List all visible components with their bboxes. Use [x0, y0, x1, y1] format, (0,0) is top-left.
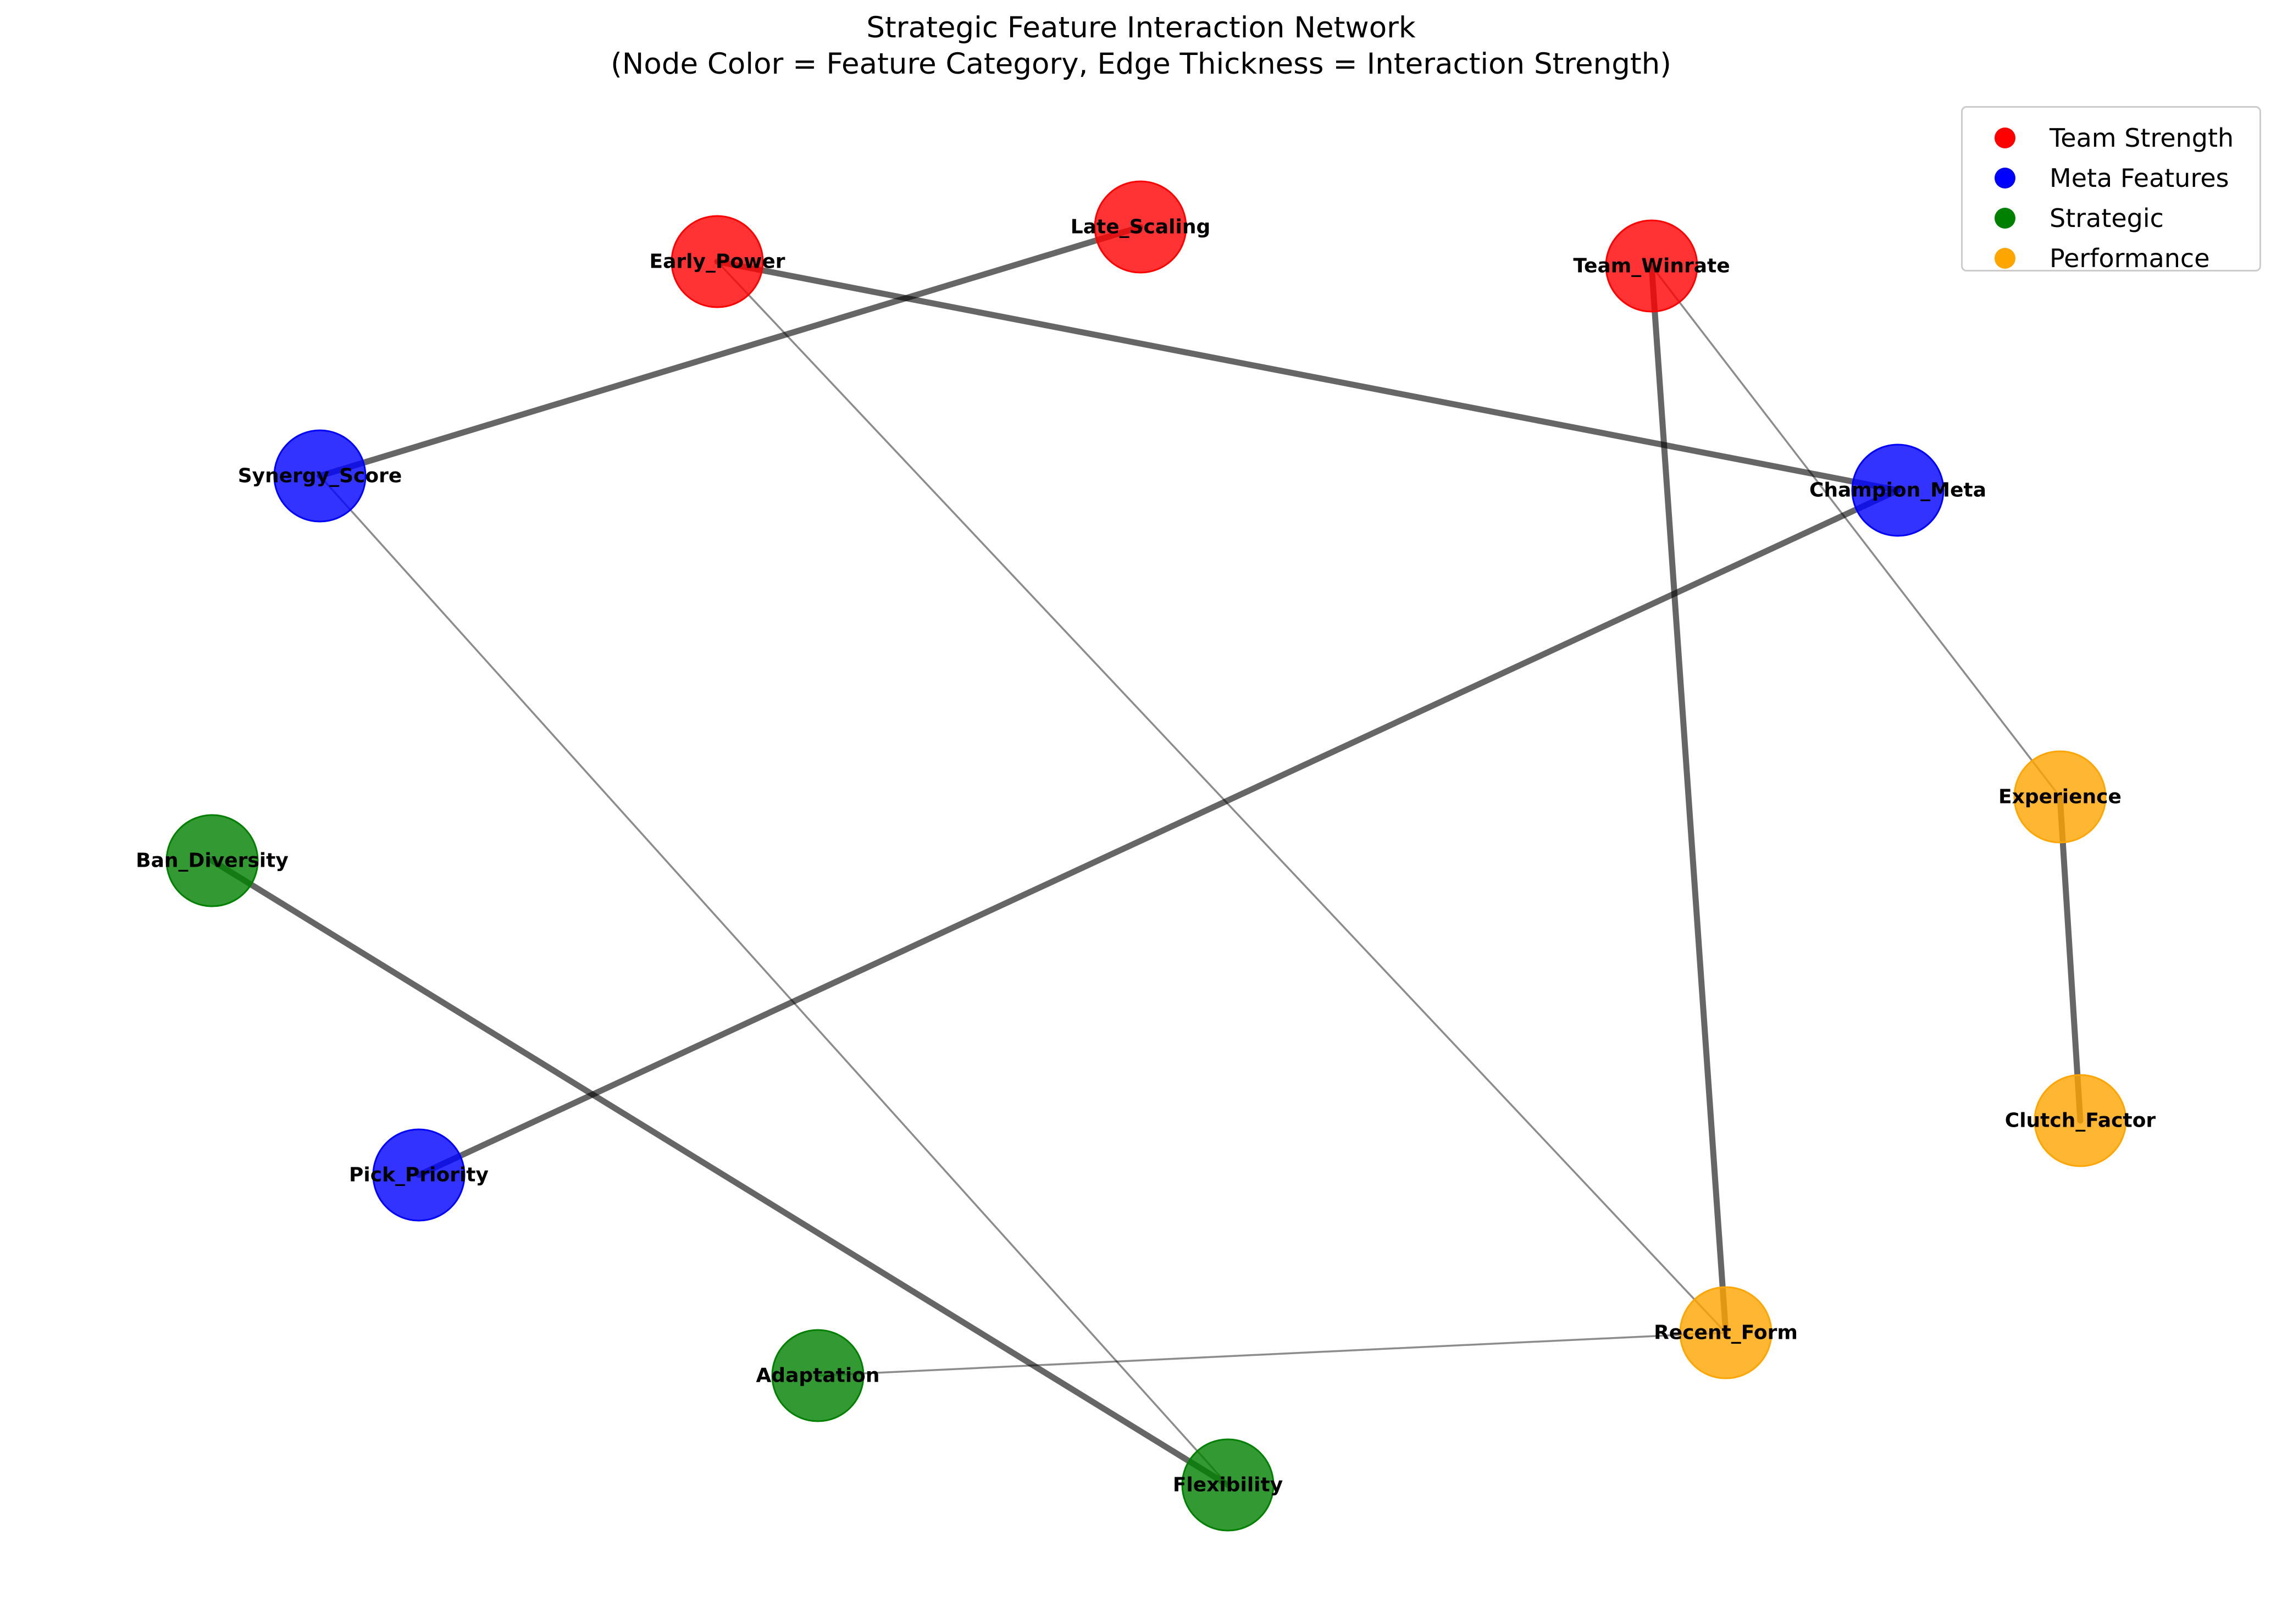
legend-label: Performance [2050, 243, 2210, 273]
edge-champion-meta-pick-priority [416, 487, 1901, 1178]
edge-late-scaling-synergy-score [317, 224, 1144, 479]
legend-item-team-strength: Team Strength [1963, 121, 2259, 154]
chart-title-line1: Strategic Feature Interaction Network [866, 11, 1416, 45]
node-adaptation[interactable] [771, 1329, 865, 1422]
node-ban-diversity[interactable] [165, 814, 259, 907]
node-label-pick-priority: Pick_Priority [349, 1164, 489, 1187]
node-label-experience: Experience [1998, 786, 2122, 808]
node-synergy-score[interactable] [273, 429, 367, 523]
node-flexibility[interactable] [1181, 1438, 1275, 1532]
legend-item-strategic: Strategic [1963, 202, 2259, 235]
legend-item-performance: Performance [1963, 242, 2259, 275]
node-recent-form[interactable] [1679, 1286, 1773, 1379]
node-label-ban-diversity: Ban_Diversity [136, 850, 289, 872]
node-label-recent-form: Recent_Form [1654, 1322, 1798, 1344]
chart-title: Strategic Feature Interaction Network (N… [0, 10, 2282, 82]
legend-label: Strategic [2050, 203, 2164, 233]
legend: Team Strength Meta Features Strategic Pe… [1961, 106, 2261, 273]
edge-synergy-score-flexibility [319, 475, 1229, 1486]
node-label-late-scaling: Late_Scaling [1071, 216, 1211, 239]
legend-label: Team Strength [2050, 123, 2234, 153]
edge-early-power-recent-form [716, 260, 1727, 1334]
edge-adaptation-recent-form [817, 1332, 1727, 1377]
node-label-team-winrate: Team_Winrate [1573, 255, 1730, 278]
legend-label: Meta Features [2050, 163, 2229, 193]
node-label-champion-meta: Champion_Meta [1809, 479, 1986, 502]
node-layer [165, 180, 2127, 1532]
legend-marker-performance [1995, 248, 2015, 269]
node-label-clutch-factor: Clutch_Factor [2005, 1110, 2156, 1132]
edge-layer [209, 224, 2084, 1488]
node-label-flexibility: Flexibility [1173, 1474, 1283, 1496]
chart-title-line2: (Node Color = Feature Category, Edge Thi… [611, 47, 1671, 81]
legend-item-meta-features: Meta Features [1963, 162, 2259, 195]
node-team-winrate[interactable] [1605, 219, 1698, 313]
node-late-scaling[interactable] [1094, 180, 1187, 274]
legend-marker-team-strength [1995, 128, 2015, 148]
node-experience[interactable] [2013, 750, 2107, 844]
node-champion-meta[interactable] [1851, 444, 1945, 537]
edge-experience-clutch-factor [2057, 794, 2084, 1124]
edge-team-winrate-experience [1650, 265, 2061, 798]
legend-marker-meta-features [1995, 168, 2015, 189]
node-pick-priority[interactable] [372, 1128, 466, 1222]
edge-early-power-champion-meta [714, 258, 1901, 494]
label-layer: Early_Power Late_ScalingTeam_WinrateSyner… [136, 216, 2156, 1496]
node-clutch-factor[interactable] [2034, 1074, 2127, 1167]
node-label-synergy-score: Synergy_Score [238, 465, 402, 487]
edge-ban-diversity-flexibility [209, 857, 1231, 1488]
legend-marker-strategic [1995, 208, 2015, 229]
edge-team-winrate-recent-form [1648, 263, 1729, 1336]
node-label-adaptation: Adaptation [756, 1365, 879, 1387]
node-early-power[interactable] [671, 215, 764, 308]
node-label-early-power: Early_Power [650, 251, 785, 273]
